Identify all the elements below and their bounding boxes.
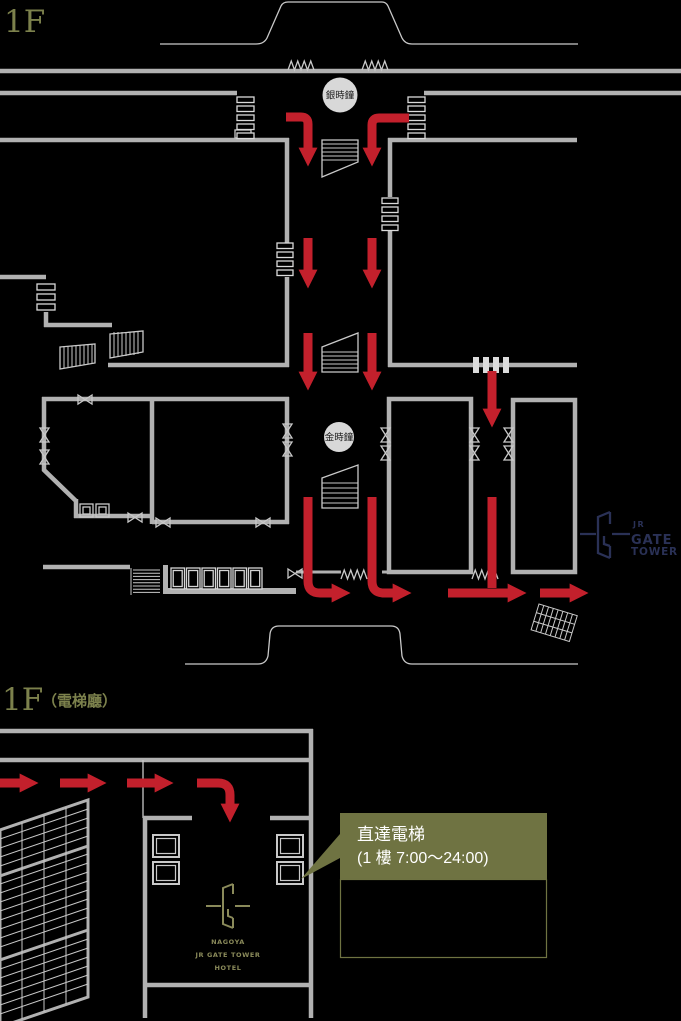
elevator-icon [79,503,94,518]
callout-hours-text: (1 樓 7:00〜24:00) [357,849,489,867]
ticket-gates-mid-left [276,242,294,277]
jr-gate-tower-logo: JR GATE TOWER [580,510,678,560]
bottom-driveway-road [185,625,578,665]
door-marks [39,394,514,579]
route-arrows-lower [0,773,240,823]
ticket-gates-mid-right [381,197,399,232]
room-south-center [386,396,474,575]
upper-floor-map: 1F [0,1,681,665]
ticket-gates-north-left [236,96,255,140]
elevator-hall-map: 1F （電梯廳） [0,682,548,1021]
entrance-zigzag [287,60,315,71]
upper-floor-title: 1F [4,4,45,40]
station-walls [0,68,681,368]
silver-clock-badge: 銀時鐘 [322,77,358,113]
ticket-gates-south [473,357,509,373]
gold-clock-badge: 金時鐘 [324,422,354,452]
kiosk-units [170,567,263,590]
stairs-icon [59,343,96,370]
elevator-hall [142,815,313,1018]
lower-floor-title: 1F [2,682,43,718]
ticket-gates-north-right [407,96,426,140]
escalator-icon [321,464,359,509]
callout-pointer [301,834,340,879]
hotel-text-jrgatetower: JR GATE TOWER [194,951,260,959]
escalator-icon [321,332,359,373]
lower-floor-subtitle: （電梯廳） [42,692,117,710]
logo-text-tower: TOWER [631,546,678,558]
elevator-icon [152,834,180,858]
room-south-east [510,397,578,575]
callout-title-text: 直達電梯 [357,825,425,844]
gold-clock-label: 金時鐘 [325,432,354,444]
ticket-gates-west [36,283,56,311]
escalator-icon [321,139,359,178]
direct-elevator-callout: 直達電梯 (1 樓 7:00〜24:00) [301,813,548,959]
hotel-text-nagoya: NAGOYA [211,938,245,946]
south-wall-and-kiosks [43,564,499,595]
hotel-text-hotel: HOTEL [215,964,242,972]
top-driveway-road [160,1,578,45]
route-arrows [286,112,589,603]
callout-header [340,813,547,879]
logo-text-jr: JR [632,520,645,529]
entrance-zigzag [361,60,389,71]
stairs-icon [109,330,144,359]
logo-text-gate: GATE [631,533,672,548]
elevator-icon [152,861,180,885]
entrance-zigzag [340,569,368,580]
shop-block-walls [41,396,290,525]
silver-clock-label: 銀時鐘 [326,90,355,102]
elevator-icon [276,834,304,858]
escalator-icon [0,797,90,1021]
hotel-logo: NAGOYA JR GATE TOWER HOTEL [194,883,260,972]
elevator-icon [276,861,304,885]
callout-empty-panel [339,878,548,959]
elevator-icon [95,503,110,518]
stairs-icon [530,603,578,643]
